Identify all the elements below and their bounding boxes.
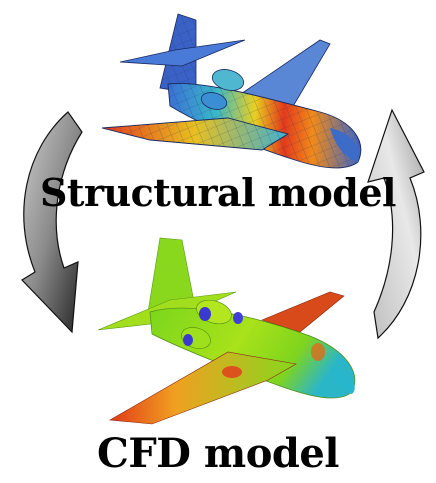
cfd-model-label: CFD model	[97, 430, 339, 477]
cfd-model-aircraft	[97, 237, 356, 425]
curved-arrow-up-icon	[367, 108, 425, 340]
structural-model-label: Structural model	[39, 170, 397, 215]
aircraft-structural-mesh-icon	[101, 13, 362, 169]
aircraft-cfd-surface-icon	[97, 237, 356, 425]
curved-arrow-down-icon	[21, 111, 83, 334]
right-cycle-arrow	[367, 108, 425, 340]
left-cycle-arrow	[21, 111, 83, 334]
structural-model-aircraft	[101, 13, 362, 169]
